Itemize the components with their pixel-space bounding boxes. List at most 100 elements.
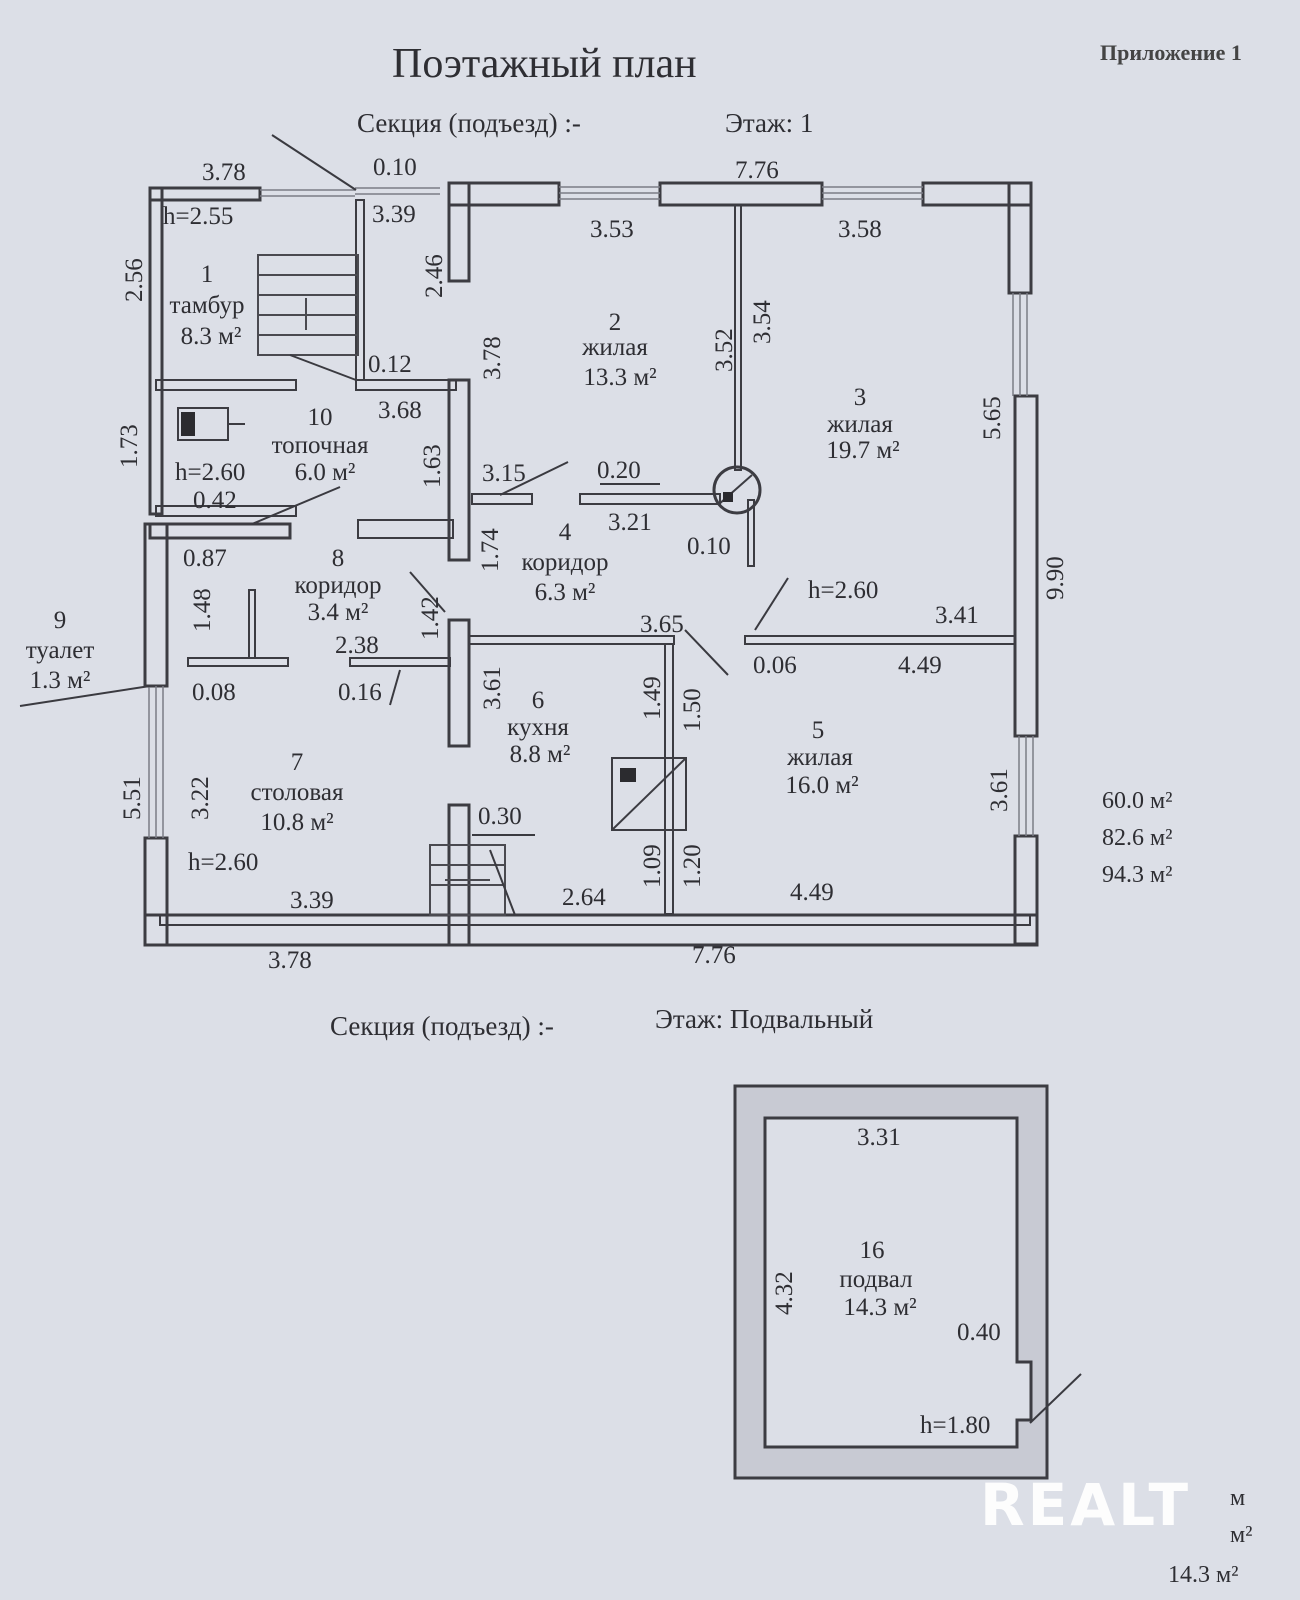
dim: 0.10 [687, 533, 731, 560]
dim: 2.38 [335, 632, 379, 659]
room-3-name: жилая [826, 411, 893, 438]
dim: 3.39 [372, 201, 416, 228]
room-3-number: 3 [854, 384, 867, 411]
total-area: 94.3 м² [1102, 862, 1172, 888]
room-8-name: коридор [295, 572, 382, 599]
room-5-name: жилая [786, 744, 853, 771]
dim: 1.73 [116, 424, 143, 468]
room-6-area: 8.8 м² [510, 741, 571, 768]
total-area: 60.0 м² [1102, 788, 1172, 814]
dim: 3.52 [711, 328, 738, 372]
height-label: h=2.55 [163, 203, 233, 230]
room-2-name: жилая [581, 334, 648, 361]
basement-walls [733, 1084, 1082, 1480]
total-area: 14.3 м² [1168, 1562, 1238, 1588]
dim: 9.90 [1042, 556, 1069, 600]
dim: 5.65 [979, 396, 1006, 440]
entrance-stairs [257, 254, 359, 356]
dim: 3.41 [935, 602, 979, 629]
room-labels: 1 тамбур 8.3 м² 2 жилая 13.3 м² 3 жилая … [26, 261, 900, 836]
dim: 1.20 [679, 844, 706, 888]
room-7-area: 10.8 м² [260, 809, 333, 836]
room-16-number: 16 [860, 1237, 885, 1264]
total-area: м² [1230, 1522, 1252, 1548]
dim: 0.12 [368, 351, 412, 378]
room-1-name: тамбур [170, 292, 245, 319]
dim: 3.68 [378, 397, 422, 424]
dim: 3.39 [290, 887, 334, 914]
room-6-number: 6 [532, 687, 545, 714]
dim: 3.78 [268, 947, 312, 974]
room-9-number: 9 [54, 607, 67, 634]
room-4-name: коридор [522, 549, 609, 576]
height-label: h=2.60 [175, 459, 245, 486]
room-4-area: 6.3 м² [535, 579, 596, 606]
room-1-number: 1 [201, 261, 214, 288]
height-label: h=2.60 [188, 849, 258, 876]
dim: 7.76 [692, 942, 736, 969]
windows [148, 186, 1034, 838]
room-8-area: 3.4 м² [308, 599, 369, 626]
height-label: h=2.60 [808, 577, 878, 604]
floor1-section-label: Секция (подъезд) :- [357, 108, 581, 138]
dim: 0.16 [338, 679, 382, 706]
room-16-area: 14.3 м² [843, 1294, 916, 1321]
floor1-floor-label: Этаж: 1 [725, 108, 813, 138]
room-9-area: 1.3 м² [30, 667, 91, 694]
dim: 0.06 [753, 652, 797, 679]
dim: 4.32 [771, 1271, 798, 1315]
room-4-number: 4 [559, 519, 572, 546]
dim: 1.49 [639, 676, 666, 720]
dim: 0.10 [373, 154, 417, 181]
page-title: Поэтажный план [392, 41, 697, 87]
dimension-labels: 3.78 0.10 7.76 3.39 3.53 3.58 0.12 3.68 … [183, 154, 979, 974]
room-10-name: топочная [272, 432, 369, 459]
room-8-number: 8 [332, 545, 345, 572]
room-16-name: подвал [839, 1266, 912, 1293]
chimney-symbol [712, 465, 762, 515]
dim: 4.49 [790, 879, 834, 906]
dim: 1.42 [417, 596, 444, 640]
dim: 3.65 [640, 611, 684, 638]
dim: 3.58 [838, 216, 882, 243]
dim: 2.46 [421, 254, 448, 298]
height-label: h=1.80 [920, 1412, 990, 1439]
dim: 0.87 [183, 545, 227, 572]
dim: 1.48 [189, 588, 216, 632]
room-3-area: 19.7 м² [826, 437, 899, 464]
leader-lines [19, 134, 789, 916]
dim: 3.15 [482, 460, 526, 487]
dim: 3.21 [608, 509, 652, 536]
interior-walls [155, 199, 1016, 915]
stove-symbol [611, 757, 687, 831]
dim: 0.40 [957, 1319, 1001, 1346]
dim: 2.64 [562, 884, 606, 911]
room-10-area: 6.0 м² [295, 459, 356, 486]
dim: 3.54 [749, 300, 776, 344]
dim: 0.30 [478, 803, 522, 830]
dim: 3.61 [986, 768, 1013, 812]
room-1-area: 8.3 м² [181, 323, 242, 350]
dim: 3.31 [857, 1124, 901, 1151]
area-totals: 60.0 м² 82.6 м² 94.3 м² [1102, 788, 1172, 888]
dim: 7.76 [735, 157, 779, 184]
total-area: м [1230, 1485, 1245, 1511]
dim: 0.20 [597, 457, 641, 484]
dim: 0.42 [193, 487, 237, 514]
basement-floor-label: Этаж: Подвальный [655, 1004, 873, 1034]
basement-totals: м м² 14.3 м² [1168, 1485, 1252, 1588]
total-area: 82.6 м² [1102, 825, 1172, 851]
dim: 1.50 [679, 688, 706, 732]
dim: 2.56 [121, 258, 148, 302]
dim: 1.63 [419, 444, 446, 488]
appendix-label: Приложение 1 [1100, 40, 1242, 65]
dim: 0.08 [192, 679, 236, 706]
basement-room-labels: 16 подвал 14.3 м² [839, 1237, 916, 1321]
dim: 3.22 [187, 776, 214, 820]
dim: 3.61 [479, 666, 506, 710]
room-7-number: 7 [291, 749, 304, 776]
room-6-name: кухня [507, 714, 569, 741]
basement-stairs [429, 844, 506, 916]
dim: 3.78 [202, 159, 246, 186]
